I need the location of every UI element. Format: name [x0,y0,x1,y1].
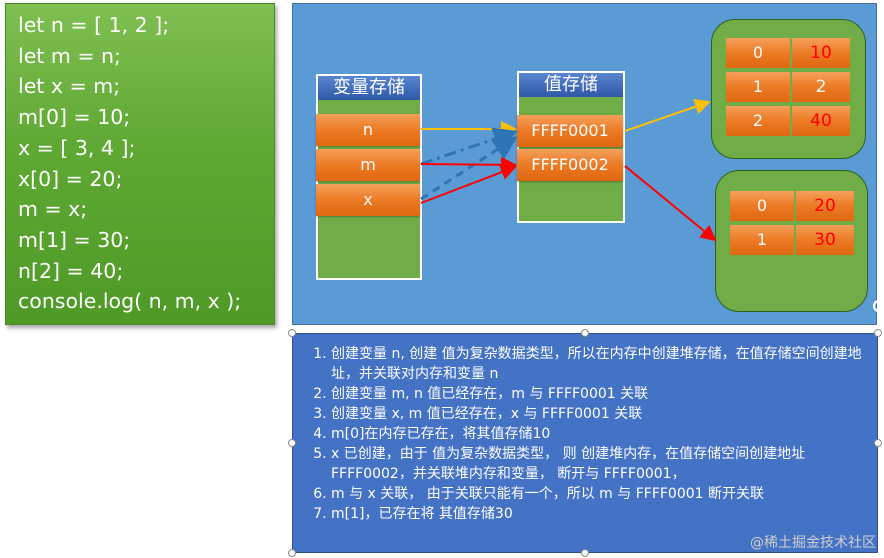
code-line: let m = n; [18,43,121,68]
note-item: m 与 x 关联， 由于关联只能有一个，所以 m 与 FFFF0001 断开关联 [331,484,865,504]
note-item: 创建变量 n, 创建 值为复杂数据类型，所以在内存中创建堆存储，在值存储空间创建… [331,344,865,384]
resize-handle-bottom-mid[interactable] [581,549,589,557]
arrow-x-to-ffff0002 [420,164,517,204]
resize-handle-top-mid[interactable] [581,329,589,337]
value-cell-ffff0001: FFFF0001 [517,115,623,147]
arrow-ffff0001-to-heap1 [624,99,711,132]
resize-handle-top-right[interactable] [874,329,882,337]
variable-stack-title: 变量存储 [318,76,420,100]
arrow-m-to-ffff0001 [420,127,518,166]
note-item: m[1]，已存在将 其值存储30 [331,504,865,524]
resize-handle-bottom-left[interactable] [288,549,296,557]
value-cell-ffff0002: FFFF0002 [517,149,623,181]
code-line: x[0] = 20; [18,166,123,191]
resize-handle-mid-right[interactable] [874,439,882,447]
heap-block-1: 0 10 1 2 2 40 [711,19,866,159]
arrow-x-to-ffff0001 [420,136,518,201]
code-panel: let n = [ 1, 2 ]; let m = n; let x = m; … [5,3,275,325]
resize-handle-mid-left[interactable] [288,439,296,447]
heap-index: 1 [726,72,790,102]
variable-cell-n: n [316,114,420,146]
code-line: m[1] = 30; [18,227,131,252]
heap-value: 30 [796,225,854,255]
note-item: x 已创建，由于 值为复杂数据类型， 则 创建堆内存，在值存储空间创建地址FFF… [331,444,865,484]
arrows-layer [420,99,717,242]
note-item: 创建变量 m, n 值已经存在，m 与 FFFF0001 关联 [331,384,865,404]
heap-value: 2 [792,72,850,102]
code-line: n[2] = 40; [18,258,124,283]
resize-handle-top-left[interactable] [288,329,296,337]
note-item: m[0]在内存已存在，将其值存储10 [331,424,865,444]
code-line: m = x; [18,197,88,222]
heap-index: 0 [726,38,790,68]
heap-value: 40 [792,106,850,136]
watermark: @稀土掘金技术社区 [750,535,876,551]
note-item: 创建变量 x, m 值已经存在，x 与 FFFF0001 关联 [331,404,865,424]
heap-value: 20 [796,191,854,221]
rotate-handle-icon[interactable] [869,296,884,316]
memory-diagram[interactable]: 变量存储 n m x 值存储 FFFF0001 FFFF0002 0 10 1 … [292,3,884,325]
arrow-ffff0002-to-heap2 [624,165,717,242]
heap-block-2: 0 20 1 30 [715,170,868,312]
heap-index: 0 [730,191,794,221]
code-line: let x = m; [18,74,121,99]
variable-cell-x: x [316,184,420,216]
code-line: let n = [ 1, 2 ]; [18,13,170,37]
heap-value: 10 [792,38,850,68]
variable-cell-m: m [316,149,420,181]
code-line: m[0] = 10; [18,105,131,130]
code-line: console.log( n, m, x ); [18,289,242,314]
code-line: x = [ 3, 4 ]; [18,135,136,160]
heap-index: 2 [726,106,790,136]
value-stack: 值存储 [517,71,625,223]
explanation-notes[interactable]: 创建变量 n, 创建 值为复杂数据类型，所以在内存中创建堆存储，在值存储空间创建… [292,333,878,553]
arrow-m-to-ffff0002 [420,156,517,173]
notes-list: 创建变量 n, 创建 值为复杂数据类型，所以在内存中创建堆存储，在值存储空间创建… [305,344,865,524]
heap-index: 1 [730,225,794,255]
value-stack-title: 值存储 [519,73,623,97]
